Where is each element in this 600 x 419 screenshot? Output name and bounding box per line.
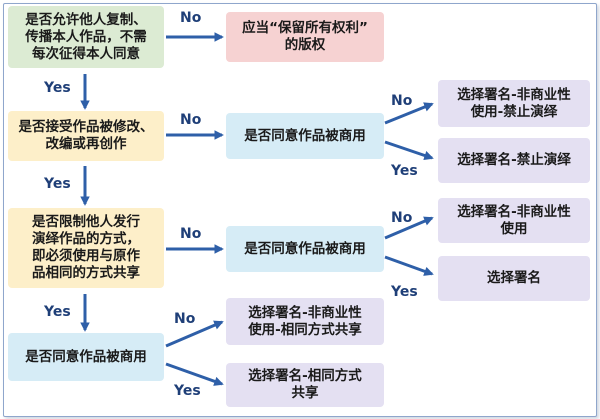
question-commercial-1: 是否同意作品被商用	[226, 113, 384, 159]
question-commercial-3: 是否同意作品被商用	[8, 333, 164, 381]
arrow-commercial3-to-bysa	[165, 362, 224, 386]
result-all-rights-reserved: 应当“保留所有权利” 的版权	[226, 12, 384, 62]
label-yes-sharealike: Yes	[44, 304, 71, 320]
result-by-nc-sa: 选择署名-非商业性 使用-相同方式共享	[226, 298, 384, 345]
result-by-sa: 选择署名-相同方式 共享	[226, 363, 384, 407]
arrow-commercial2-to-bync	[384, 216, 434, 240]
question-accept-modification: 是否接受作品被修改、 改编或再创作	[8, 111, 164, 161]
label-yes-modify: Yes	[44, 176, 71, 192]
label-yes-copy: Yes	[44, 80, 71, 96]
label-yes-commercial1: Yes	[391, 163, 418, 179]
result-by-nc-nd: 选择署名-非商业性 使用-禁止演绎	[438, 80, 590, 127]
question-allow-copy: 是否允许他人复制、 传播本人作品，不需 每次征得本人同意	[8, 6, 164, 68]
question-restrict-sharealike: 是否限制他人发行 演绎作品的方式， 即必须使用与原作 品相同的方式共享	[8, 208, 164, 288]
result-by-nd: 选择署名-禁止演绎	[438, 138, 590, 183]
question-commercial-2: 是否同意作品被商用	[226, 226, 384, 272]
label-no-commercial3: No	[174, 311, 196, 327]
arrow-commercial3-to-bync-sa	[165, 320, 224, 348]
label-yes-commercial2: Yes	[391, 284, 418, 300]
label-no-commercial1: No	[391, 93, 413, 109]
label-no-modify: No	[180, 112, 202, 128]
arrow-commercial1-to-bynd	[384, 140, 434, 161]
arrow-commercial1-to-bync-nd	[384, 102, 434, 125]
result-by: 选择署名	[438, 256, 590, 301]
label-no-copy: No	[180, 10, 202, 26]
label-yes-commercial3: Yes	[174, 383, 201, 399]
result-by-nc: 选择署名-非商业性 使用	[438, 198, 590, 243]
label-no-sharealike: No	[180, 226, 202, 242]
label-no-commercial2: No	[391, 210, 413, 226]
arrow-commercial2-to-by	[384, 255, 434, 276]
